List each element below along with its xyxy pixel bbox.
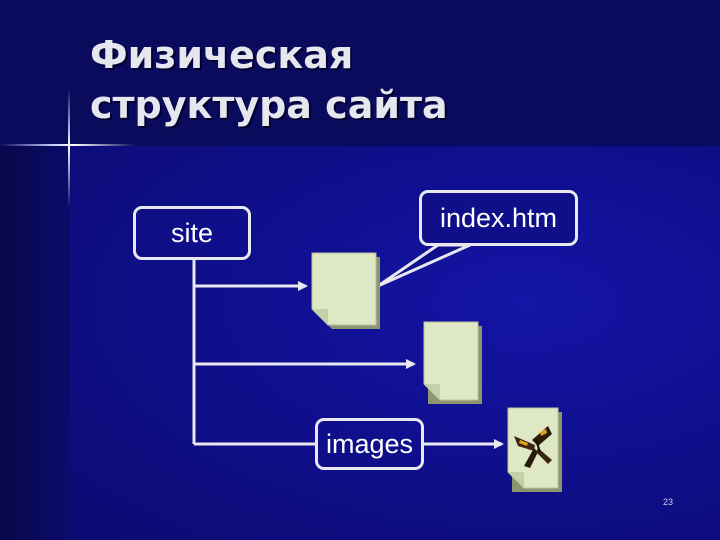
index-node: index.htm xyxy=(419,190,578,246)
decorative-horizontal-line xyxy=(0,144,135,146)
callout-tail xyxy=(376,243,472,288)
page-number: 23 xyxy=(662,497,673,507)
butterfly-image-icon xyxy=(507,407,562,492)
title-line-2: структура сайта xyxy=(90,83,448,127)
title-band xyxy=(0,0,720,146)
tree-connectors xyxy=(192,260,504,449)
title-line-1: Физическая xyxy=(90,33,354,77)
folder-icon xyxy=(423,321,482,404)
left-band xyxy=(0,146,70,540)
images-node: images xyxy=(315,418,424,470)
page-title: Физическая структура сайта xyxy=(90,30,448,130)
content-area xyxy=(70,146,720,540)
decorative-vertical-line xyxy=(68,88,70,208)
document-icon xyxy=(311,252,380,329)
site-node: site xyxy=(133,206,251,260)
